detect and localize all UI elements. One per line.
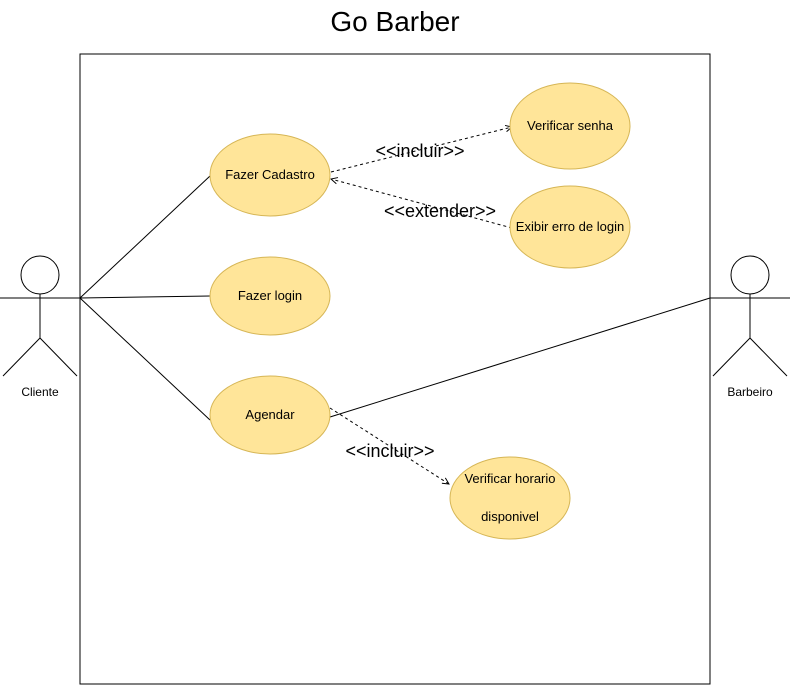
stereotype-label: <<incluir>> — [375, 141, 464, 161]
association-line-cliente-to-agendar — [79, 297, 211, 421]
use-case-fazer-login[interactable]: Fazer login — [209, 256, 331, 336]
use-case-agendar[interactable]: Agendar — [209, 375, 331, 455]
association-line-cliente-to-fazer-login — [79, 295, 211, 299]
association-line-barbeiro-to-agendar — [329, 297, 711, 418]
use-case-label: Verificar senha — [527, 118, 614, 133]
actor-cliente[interactable]: Cliente — [0, 255, 80, 399]
use-case-label: Verificar horario — [464, 471, 555, 486]
relations-layer: <<incluir>> <<extender>> <<incluir>> — [79, 127, 711, 484]
actor-barbeiro[interactable]: Barbeiro — [710, 255, 790, 399]
use-case-label: Agendar — [245, 407, 295, 422]
system-boundary — [79, 53, 711, 685]
use-case-ellipse — [509, 185, 631, 269]
use-case-verificar-horario[interactable]: Verificar horario disponivel — [449, 456, 571, 540]
association-line-cliente-to-fazer-cadastro — [79, 175, 211, 299]
stick-figure-icon — [0, 255, 80, 377]
use-case-ellipse — [209, 133, 331, 217]
dependency-arrow-fazer-cadastro-to-verificar-senha — [330, 127, 512, 173]
use-case-fazer-cadastro[interactable]: Fazer Cadastro — [209, 133, 331, 217]
use-case-ellipse — [449, 456, 571, 540]
stereotype-label: <<extender>> — [384, 201, 496, 221]
use-case-label: Exibir erro de login — [516, 219, 624, 234]
diagram-title: Go Barber — [330, 6, 459, 37]
stereotype-label: <<incluir>> — [345, 441, 434, 461]
actor-label-barbeiro: Barbeiro — [727, 385, 773, 399]
stick-figure-icon — [710, 255, 790, 377]
use-case-label: disponivel — [481, 509, 539, 524]
use-case-ellipse — [509, 82, 631, 170]
dependency-arrow-exibir-erro-login-to-fazer-cadastro — [331, 179, 513, 229]
use-case-verificar-senha[interactable]: Verificar senha — [509, 82, 631, 170]
use-case-exibir-erro-login[interactable]: Exibir erro de login — [509, 185, 631, 269]
actor-label-cliente: Cliente — [21, 385, 59, 399]
use-case-label: Fazer Cadastro — [225, 167, 315, 182]
use-case-ellipse — [209, 256, 331, 336]
use-case-label: Fazer login — [238, 288, 302, 303]
use-case-ellipse — [209, 375, 331, 455]
